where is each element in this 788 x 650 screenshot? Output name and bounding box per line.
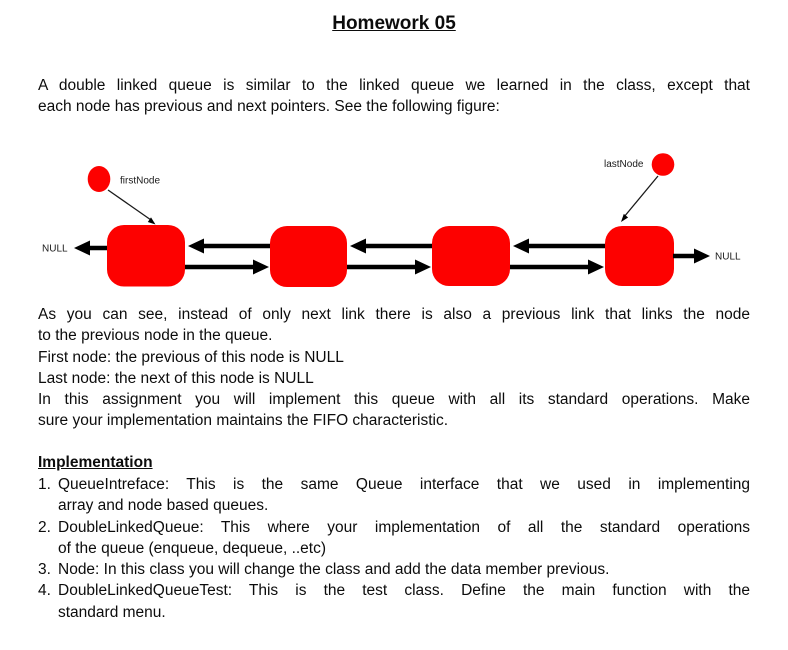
prev-arrowhead-icon [350,238,366,254]
page-title: Homework 05 [0,13,788,34]
list-item-number: 2. [38,518,51,536]
list-item: 4. DoubleLinkedQueueTest: This is the te… [38,580,750,623]
double-linked-queue-diagram: firstNode lastNode NULL NULL [42,153,741,287]
intro-line: A double linked queue is similar to the … [38,77,750,94]
prev-arrowhead-icon [188,238,204,254]
page-title-text: Homework 05 [332,13,456,34]
first-node-label: firstNode [120,176,160,187]
prev-arrowhead-icon [513,238,529,254]
null-right-label: NULL [715,252,741,263]
implementation-heading: Implementation [38,452,153,473]
list-item-text: DoubleLinkedQueueTest: This is the test … [58,580,750,623]
body-paragraph: As you can see, instead of only next lin… [38,304,750,432]
queue-node-2 [270,226,347,287]
body-line: Last node: the next of this node is NULL [38,369,314,387]
list-item-text: Node: In this class you will change the … [58,559,750,580]
last-node-pointer-arrow [623,175,659,218]
implementation-heading-text: Implementation [38,454,153,471]
list-item-line: Node: In this class you will change the … [58,561,610,579]
first-node-arrowhead-icon [147,217,156,225]
list-item-line: array and node based queues. [58,497,269,515]
list-item-line: DoubleLinkedQueueTest: This is the test … [58,582,750,600]
body-line: In this assignment you will implement th… [38,391,750,409]
list-item-number: 3. [38,561,51,579]
implementation-list: 1. QueueIntreface: This is the same Queu… [38,474,750,623]
null-left-label: NULL [42,244,68,255]
list-item-number: 1. [38,476,51,493]
queue-node-3 [432,226,510,286]
last-node-pointer-dot [651,153,675,176]
queue-node-1 [107,225,185,287]
next-arrowhead-icon [415,259,431,275]
list-item-line: standard menu. [58,603,166,621]
next-arrowhead-icon [588,259,604,275]
list-item-text: DoubleLinkedQueue: This where your imple… [58,517,750,560]
list-item-line: DoubleLinkedQueue: This where your imple… [58,518,750,536]
list-item: 2. DoubleLinkedQueue: This where your im… [38,517,750,560]
next-null-arrowhead-icon [694,248,710,264]
next-arrowhead-icon [253,259,269,275]
prev-null-arrowhead-icon [74,240,90,256]
first-node-pointer-dot [87,166,111,192]
list-item-text: QueueIntreface: This is the same Queue i… [58,474,750,517]
body-line: sure your implementation maintains the F… [38,412,449,430]
queue-node-4 [605,226,674,286]
body-line: As you can see, instead of only next lin… [38,306,750,323]
last-node-label: lastNode [604,159,644,170]
list-item: 3. Node: In this class you will change t… [38,559,750,580]
last-node-arrowhead-icon [621,213,629,222]
body-line: to the previous node in the queue. [38,327,273,345]
body-line: First node: the previous of this node is… [38,348,344,366]
list-item-line: QueueIntreface: This is the same Queue i… [58,476,750,493]
list-item: 1. QueueIntreface: This is the same Queu… [38,474,750,517]
intro-line: each node has previous and next pointers… [38,98,500,116]
list-item-line: of the queue (enqueue, dequeue, ..etc) [58,539,327,557]
first-node-pointer-arrow [107,189,152,221]
list-item-number: 4. [38,582,51,600]
intro-paragraph: A double linked queue is similar to the … [38,75,750,118]
